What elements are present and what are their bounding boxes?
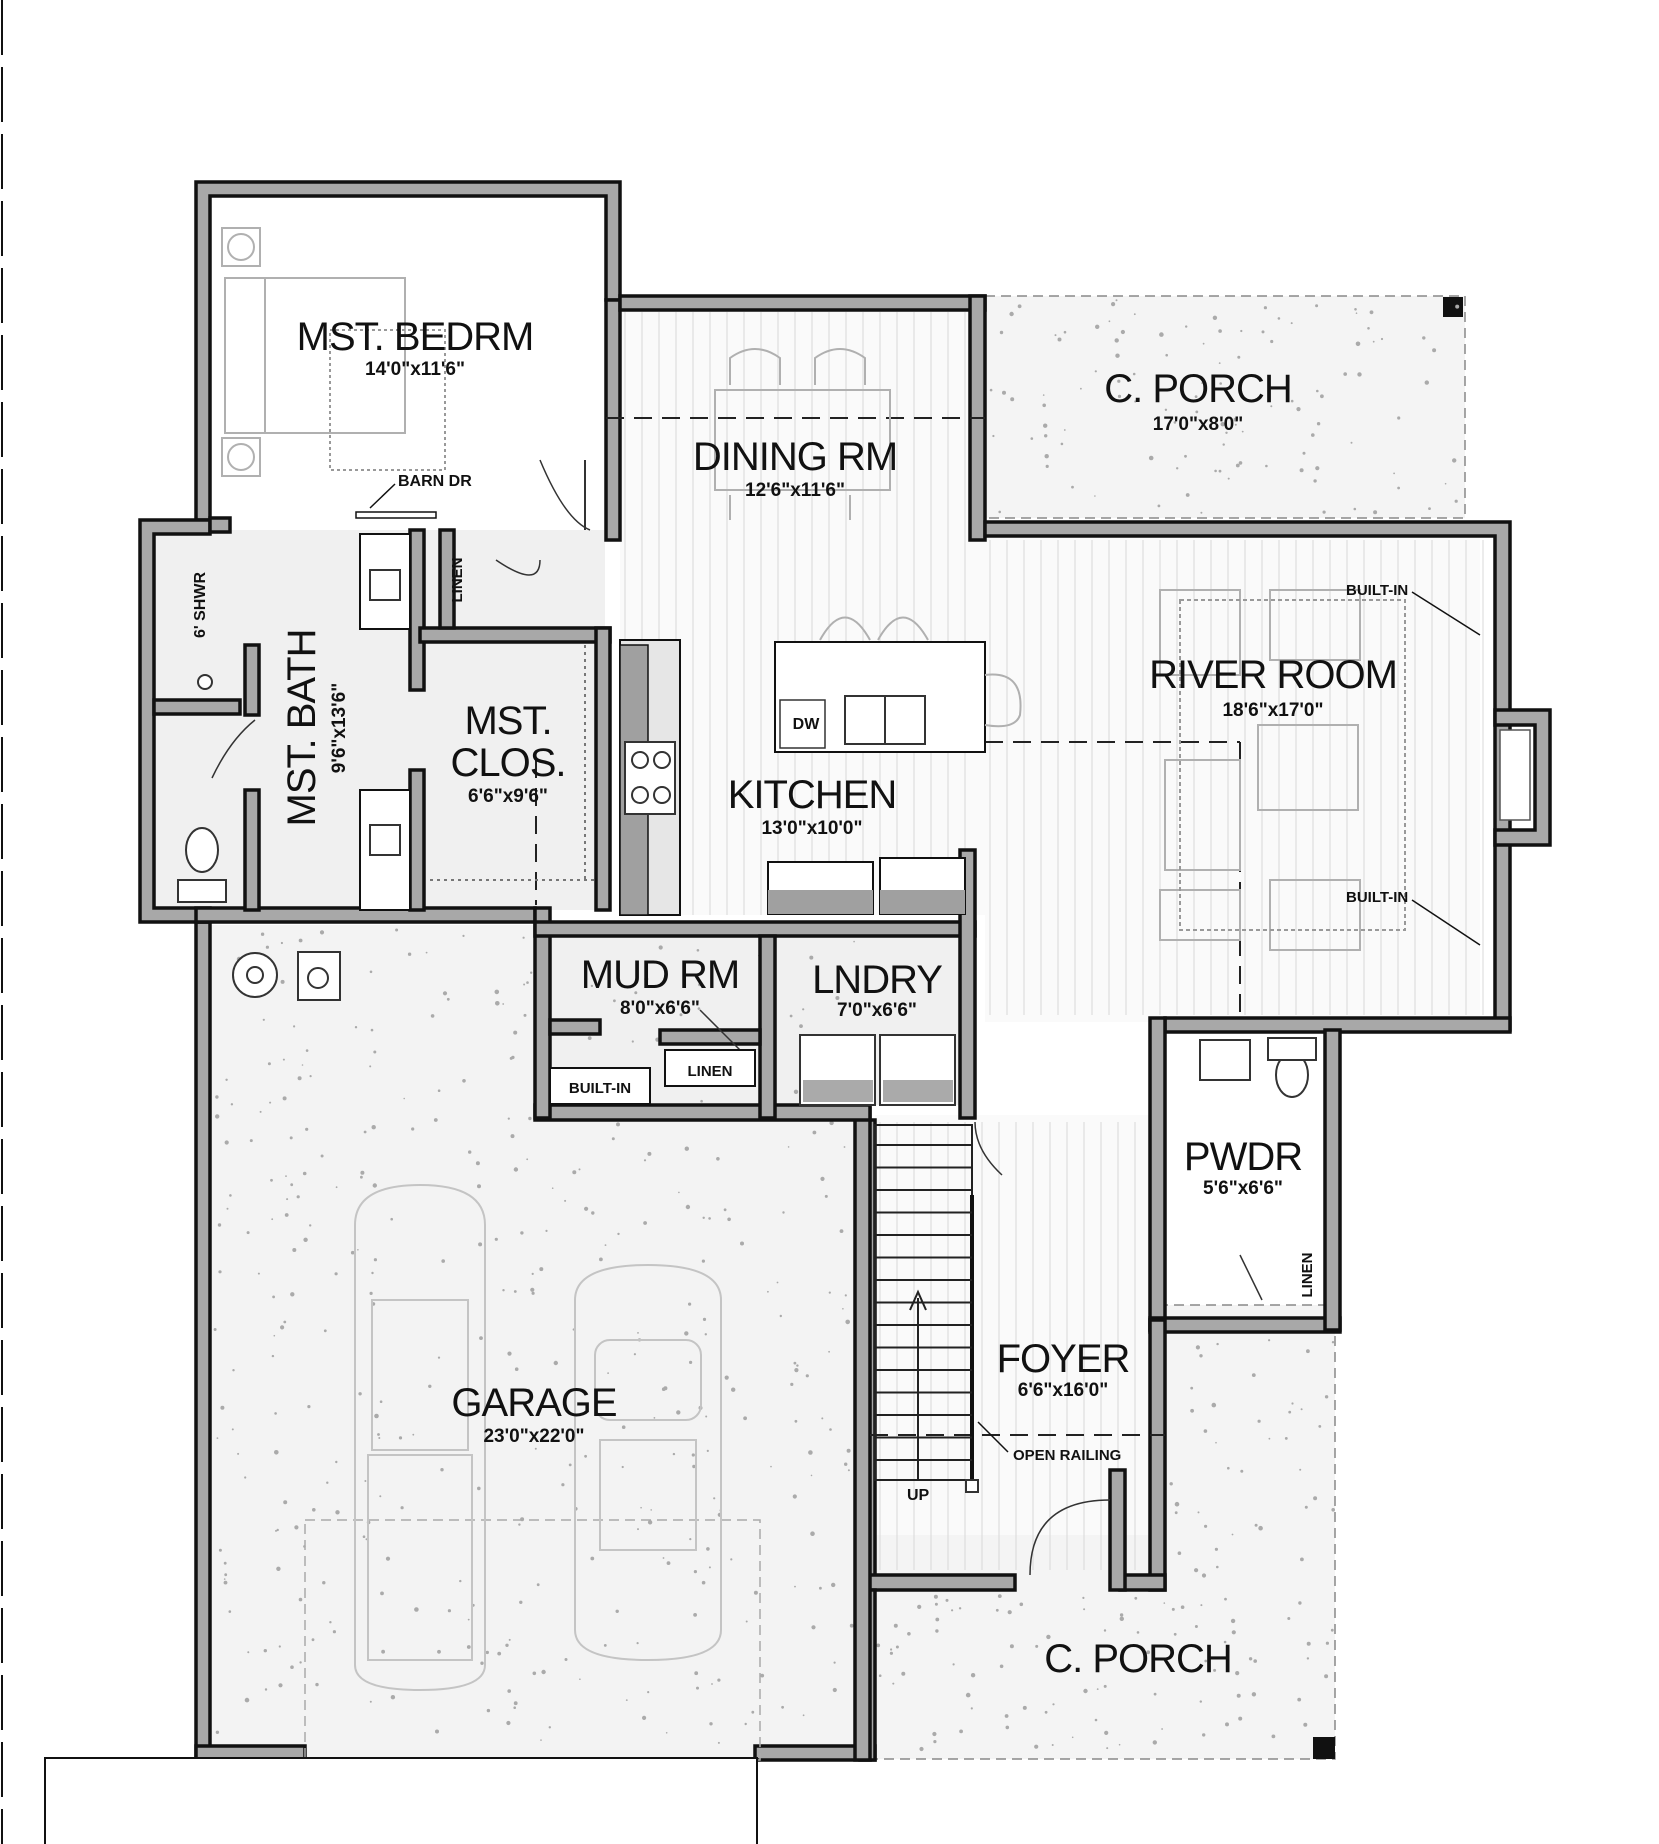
dishwasher-note: DW — [793, 716, 821, 733]
foyer-label: FOYER — [997, 1337, 1130, 1381]
built-in-cabinet — [549, 1067, 651, 1105]
mud-rm-label: MUD RM — [581, 953, 739, 997]
mst-bath-size: 9'6"x13'6" — [329, 683, 350, 773]
walls — [138, 180, 1552, 1762]
sink-icon — [369, 569, 401, 601]
garage-vehicles — [354, 1183, 722, 1692]
open-railing-note: OPEN RAILING — [1013, 1447, 1121, 1464]
cooktop — [624, 741, 676, 815]
laundry-appliances — [232, 951, 956, 1106]
built-in-note-bottom: BUILT-IN — [1346, 889, 1408, 906]
wood-floor-lines — [624, 312, 1484, 1570]
staircase — [874, 1124, 979, 1493]
dining-rm-size: 12'6"x11'6" — [745, 480, 845, 501]
built-in-note-mud: BUILT-IN — [569, 1080, 631, 1097]
dishwasher — [779, 699, 826, 749]
porch-post — [1443, 297, 1463, 317]
river-room-furniture — [1159, 589, 1406, 951]
shower-head-icon — [197, 674, 213, 690]
dining-rm-label: DINING RM — [693, 435, 897, 479]
lndry-label: LNDRY — [812, 958, 942, 1002]
sink-icon — [369, 824, 401, 856]
rear-porch-label: C. PORCH — [1104, 367, 1292, 411]
front-porch-label: C. PORCH — [1044, 1637, 1232, 1681]
annotation-labels: BARN DR 6' SHWR LINEN DW BUILT-IN BUILT-… — [192, 473, 1481, 1504]
kitchen-label: KITCHEN — [728, 773, 897, 817]
doors — [211, 459, 1263, 1576]
rear-porch-size: 17'0"x8'0" — [1153, 414, 1243, 435]
powder-sink — [1199, 1039, 1251, 1081]
lndry-size: 7'0"x6'6" — [837, 1000, 917, 1021]
kitchen-cabinets — [619, 639, 986, 916]
linen-note-pwdr: LINEN — [1299, 1253, 1316, 1298]
bath-fixtures — [177, 533, 1317, 1098]
room-labels: MST. BEDRM 14'0"x11'6" DINING RM 12'6"x1… — [280, 315, 1398, 1681]
mst-bedrm-size: 14'0"x11'6" — [365, 359, 465, 380]
toilet-icon — [185, 827, 219, 873]
dining-table — [714, 348, 1022, 728]
foyer-size: 6'6"x16'0" — [1018, 1380, 1108, 1401]
built-in-note-top: BUILT-IN — [1346, 582, 1408, 599]
linen-cabinet-mud — [664, 1049, 756, 1087]
river-room-label: RIVER ROOM — [1149, 653, 1397, 697]
river-room-size: 18'6"x17'0" — [1222, 700, 1323, 721]
mst-bedrm-label: MST. BEDRM — [297, 315, 534, 359]
porch-post — [1313, 1737, 1335, 1759]
stair-up-note: UP — [907, 1487, 930, 1504]
pwdr-label: PWDR — [1184, 1135, 1302, 1179]
pwdr-size: 5'6"x6'6" — [1203, 1178, 1283, 1199]
kitchen-size: 13'0"x10'0" — [761, 818, 862, 839]
second-floor-outline — [44, 1757, 758, 1844]
garage-size: 23'0"x22'0" — [483, 1426, 584, 1447]
mst-bath-label: MST. BATH — [280, 630, 324, 827]
bedroom-furniture — [221, 227, 446, 477]
barn-door — [355, 511, 437, 519]
mst-clos-size: 6'6"x9'6" — [468, 786, 548, 807]
mud-rm-size: 8'0"x6'6" — [620, 998, 700, 1019]
mst-clos-label-1: MST. — [464, 699, 551, 743]
shower-note: 6' SHWR — [192, 572, 209, 638]
mst-clos-label-2: CLOS. — [450, 741, 565, 785]
fireplace — [1499, 729, 1531, 821]
barn-door-note: BARN DR — [398, 473, 472, 490]
garage-label: GARAGE — [451, 1381, 616, 1425]
linen-note-mud: LINEN — [688, 1063, 733, 1080]
linen-note-bath: LINEN — [449, 558, 466, 603]
